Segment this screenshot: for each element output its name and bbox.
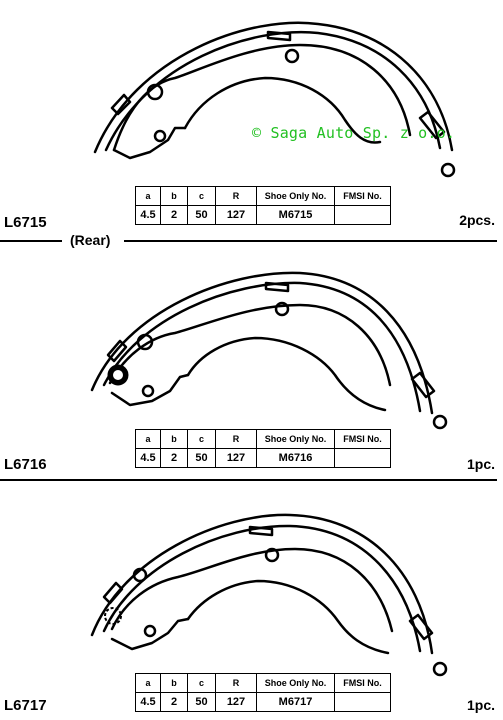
value-c: 50 [187, 692, 216, 712]
value-r: 127 [215, 205, 257, 225]
value-fmsi [334, 692, 391, 712]
header-c: c [187, 429, 216, 449]
value-fmsi [334, 448, 391, 468]
header-a: a [135, 186, 161, 206]
value-c: 50 [187, 205, 216, 225]
brake-shoe-drawing [90, 271, 448, 430]
header-r: R [215, 673, 257, 693]
divider-line [0, 479, 497, 481]
header-b: b [160, 673, 188, 693]
product-section-1: © Saga Auto Sp. z o.o. a b c R Shoe Only… [0, 0, 503, 248]
value-b: 2 [160, 692, 188, 712]
value-r: 127 [215, 448, 257, 468]
value-a: 4.5 [135, 448, 161, 468]
header-shoe-only: Shoe Only No. [256, 429, 335, 449]
value-r: 127 [215, 692, 257, 712]
spec-table: a b c R Shoe Only No. FMSI No. 4.5 2 50 … [135, 429, 391, 468]
header-a: a [135, 673, 161, 693]
header-fmsi: FMSI No. [334, 429, 391, 449]
brake-shoe-drawing [93, 21, 456, 178]
header-shoe-only: Shoe Only No. [256, 186, 335, 206]
header-fmsi: FMSI No. [334, 673, 391, 693]
header-shoe-only: Shoe Only No. [256, 673, 335, 693]
quantity: 1pc. [466, 456, 495, 472]
divider-line [0, 240, 62, 242]
watermark-text: © Saga Auto Sp. z o.o. [252, 124, 456, 142]
brake-shoe-drawing [90, 513, 448, 677]
spec-table: a b c R Shoe Only No. FMSI No. 4.5 2 50 … [135, 186, 391, 225]
part-number: L6715 [4, 214, 47, 231]
value-a: 4.5 [135, 692, 161, 712]
part-number: L6716 [4, 456, 47, 473]
spec-table: a b c R Shoe Only No. FMSI No. 4.5 2 50 … [135, 673, 391, 712]
product-section-2: a b c R Shoe Only No. FMSI No. 4.5 2 50 … [0, 245, 503, 483]
header-a: a [135, 429, 161, 449]
quantity: 1pc. [466, 697, 495, 713]
product-section-3: a b c R Shoe Only No. FMSI No. 4.5 2 50 … [0, 483, 503, 720]
value-shoe-only: M6716 [256, 448, 335, 468]
quantity: 2pcs. [459, 212, 495, 228]
header-r: R [215, 186, 257, 206]
header-c: c [187, 673, 216, 693]
value-shoe-only: M6717 [256, 692, 335, 712]
value-c: 50 [187, 448, 216, 468]
part-number: L6717 [4, 697, 47, 714]
header-fmsi: FMSI No. [334, 186, 391, 206]
divider-line [124, 240, 497, 242]
position-note: (Rear) [70, 232, 111, 248]
header-b: b [160, 429, 188, 449]
header-r: R [215, 429, 257, 449]
header-c: c [187, 186, 216, 206]
header-b: b [160, 186, 188, 206]
value-b: 2 [160, 448, 188, 468]
value-b: 2 [160, 205, 188, 225]
value-a: 4.5 [135, 205, 161, 225]
value-shoe-only: M6715 [256, 205, 335, 225]
value-fmsi [334, 205, 391, 225]
